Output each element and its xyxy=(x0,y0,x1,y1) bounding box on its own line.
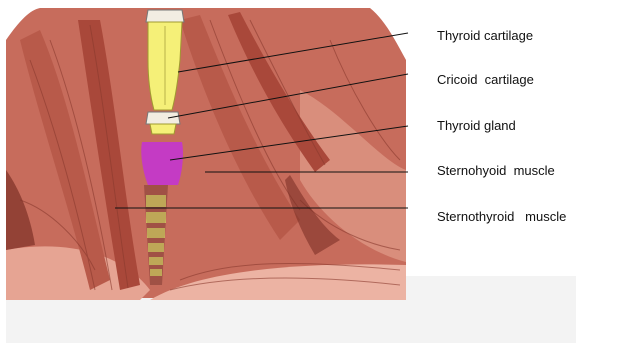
label-thyroid-cartilage: Thyroid cartilage xyxy=(437,28,533,44)
neck-muscles xyxy=(6,8,406,300)
label-thyroid-gland: Thyroid gland xyxy=(437,118,516,134)
cricoid-cartilage-shape xyxy=(146,112,180,124)
label-cricoid-cartilage: Cricoid cartilage xyxy=(437,72,534,88)
label-sternohyoid-muscle: Sternohyoid muscle xyxy=(437,163,555,179)
thyroid-gland-shape xyxy=(141,142,183,185)
label-sternothyroid-muscle: Sternothyroid muscle xyxy=(437,209,566,225)
